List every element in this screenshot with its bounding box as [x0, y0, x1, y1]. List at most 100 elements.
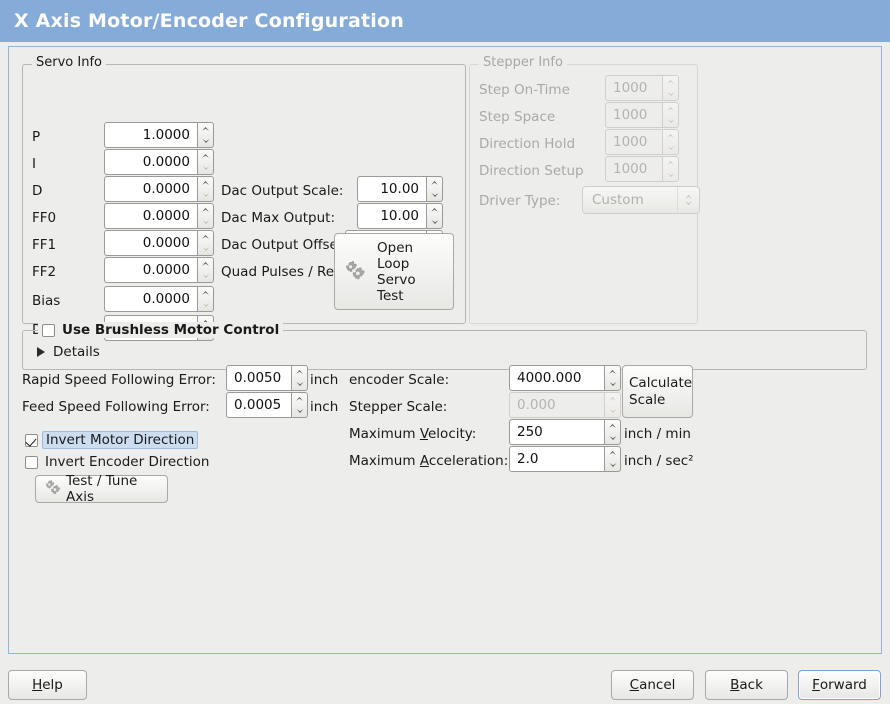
- details-expander[interactable]: Details: [35, 344, 100, 360]
- bias-step-down-icon[interactable]: [198, 299, 213, 311]
- invert-encoder-direction-checkbox[interactable]: Invert Encoder Direction: [25, 454, 209, 470]
- bias-step-up-icon[interactable]: [198, 287, 213, 299]
- maximum-acceleration-step-down-icon[interactable]: [605, 459, 620, 471]
- encoder-scale-step-down-icon[interactable]: [605, 378, 620, 390]
- ff2-stepper[interactable]: [197, 257, 214, 283]
- p-value[interactable]: 1.0000: [104, 122, 197, 148]
- ff1-step-up-icon[interactable]: [198, 231, 213, 243]
- dac-output-scale-spinbox[interactable]: 10.00: [357, 176, 443, 202]
- dac-output-scale-step-down-icon[interactable]: [427, 189, 442, 201]
- rapid-following-error-value[interactable]: 0.0050: [226, 365, 291, 391]
- maximum-acceleration-step-up-icon[interactable]: [605, 447, 620, 459]
- encoder-scale-step-up-icon[interactable]: [605, 366, 620, 378]
- d-value[interactable]: 0.0000: [104, 176, 197, 202]
- invert-motor-checkbox-box[interactable]: [25, 433, 38, 447]
- step-on-time-value[interactable]: 1000: [605, 75, 662, 101]
- direction-setup-value[interactable]: 1000: [605, 156, 662, 182]
- invert-motor-direction-checkbox[interactable]: Invert Motor Direction: [25, 431, 199, 449]
- maximum-velocity-stepper[interactable]: [604, 419, 621, 445]
- feed-following-error-step-up-icon[interactable]: [292, 393, 307, 405]
- ff1-spinbox[interactable]: 0.0000: [104, 230, 214, 256]
- step-space-value[interactable]: 1000: [605, 102, 662, 128]
- ff2-value[interactable]: 0.0000: [104, 257, 197, 283]
- feed-following-error-step-down-icon[interactable]: [292, 405, 307, 417]
- dac-output-scale-value[interactable]: 10.00: [357, 176, 426, 202]
- dac-output-scale-step-up-icon[interactable]: [427, 177, 442, 189]
- bias-value[interactable]: 0.0000: [104, 286, 197, 312]
- ff1-step-down-icon[interactable]: [198, 243, 213, 255]
- ff2-spinbox[interactable]: 0.0000: [104, 257, 214, 283]
- ff2-step-down-icon[interactable]: [198, 270, 213, 282]
- rapid-following-error-step-down-icon[interactable]: [292, 378, 307, 390]
- stepper-scale-step-up-icon[interactable]: [605, 393, 620, 405]
- open-loop-servo-test-button[interactable]: Open Loop Servo Test: [334, 233, 454, 310]
- feed-following-error-stepper[interactable]: [291, 392, 308, 418]
- test-tune-axis-button[interactable]: Test / Tune Axis: [35, 473, 168, 505]
- step-space-stepper[interactable]: [662, 102, 679, 128]
- maximum-acceleration-value[interactable]: 2.0: [509, 446, 604, 472]
- stepper-scale-step-down-icon[interactable]: [605, 405, 620, 417]
- ff1-stepper[interactable]: [197, 230, 214, 256]
- step-space-step-down-icon[interactable]: [663, 115, 678, 127]
- dac-max-output-step-up-icon[interactable]: [427, 204, 442, 216]
- d-stepper[interactable]: [197, 176, 214, 202]
- maximum-velocity-value[interactable]: 250: [509, 419, 604, 445]
- maximum-acceleration-stepper[interactable]: [604, 446, 621, 472]
- dac-max-output-spinbox[interactable]: 10.00: [357, 203, 443, 229]
- ff0-spinbox[interactable]: 0.0000: [104, 203, 214, 229]
- stepper-scale-value[interactable]: 0.000: [509, 392, 604, 418]
- i-step-down-icon[interactable]: [198, 162, 213, 174]
- d-step-down-icon[interactable]: [198, 189, 213, 201]
- i-stepper[interactable]: [197, 149, 214, 175]
- dac-max-output-stepper[interactable]: [426, 203, 443, 229]
- i-value[interactable]: 0.0000: [104, 149, 197, 175]
- direction-hold-step-up-icon[interactable]: [663, 130, 678, 142]
- ff0-value[interactable]: 0.0000: [104, 203, 197, 229]
- feed-following-error-spinbox[interactable]: 0.0005: [226, 392, 308, 418]
- step-on-time-stepper[interactable]: [662, 75, 679, 101]
- ff1-value[interactable]: 0.0000: [104, 230, 197, 256]
- ff0-stepper[interactable]: [197, 203, 214, 229]
- direction-setup-step-down-icon[interactable]: [663, 169, 678, 181]
- ff2-step-up-icon[interactable]: [198, 258, 213, 270]
- calculate-scale-button[interactable]: Calculate Scale: [622, 365, 693, 418]
- use-brushless-motor-control-checkbox[interactable]: Use Brushless Motor Control: [38, 322, 284, 338]
- direction-setup-stepper[interactable]: [662, 156, 679, 182]
- d-step-up-icon[interactable]: [198, 177, 213, 189]
- bias-stepper[interactable]: [197, 286, 214, 312]
- p-spinbox[interactable]: 1.0000: [104, 122, 214, 148]
- direction-setup-step-up-icon[interactable]: [663, 157, 678, 169]
- stepper-scale-spinbox[interactable]: 0.000: [509, 392, 621, 418]
- maximum-acceleration-spinbox[interactable]: 2.0: [509, 446, 621, 472]
- rapid-following-error-spinbox[interactable]: 0.0050: [226, 365, 308, 391]
- ff0-step-up-icon[interactable]: [198, 204, 213, 216]
- brushless-checkbox-box[interactable]: [42, 323, 55, 337]
- encoder-scale-value[interactable]: 4000.000: [509, 365, 604, 391]
- step-on-time-step-down-icon[interactable]: [663, 88, 678, 100]
- step-on-time-step-up-icon[interactable]: [663, 76, 678, 88]
- p-step-down-icon[interactable]: [198, 135, 213, 147]
- rapid-following-error-stepper[interactable]: [291, 365, 308, 391]
- direction-hold-spinbox[interactable]: 1000: [605, 129, 679, 155]
- d-spinbox[interactable]: 0.0000: [104, 176, 214, 202]
- encoder-scale-stepper[interactable]: [604, 365, 621, 391]
- i-spinbox[interactable]: 0.0000: [104, 149, 214, 175]
- dac-max-output-step-down-icon[interactable]: [427, 216, 442, 228]
- maximum-velocity-spinbox[interactable]: 250: [509, 419, 621, 445]
- direction-setup-spinbox[interactable]: 1000: [605, 156, 679, 182]
- rapid-following-error-step-up-icon[interactable]: [292, 366, 307, 378]
- p-stepper[interactable]: [197, 122, 214, 148]
- stepper-scale-stepper[interactable]: [604, 392, 621, 418]
- invert-encoder-checkbox-box[interactable]: [25, 455, 38, 469]
- ff0-step-down-icon[interactable]: [198, 216, 213, 228]
- maximum-velocity-step-up-icon[interactable]: [605, 420, 620, 432]
- direction-hold-stepper[interactable]: [662, 129, 679, 155]
- chevron-right-icon[interactable]: [37, 347, 45, 357]
- direction-hold-step-down-icon[interactable]: [663, 142, 678, 154]
- p-step-up-icon[interactable]: [198, 123, 213, 135]
- step-on-time-spinbox[interactable]: 1000: [605, 75, 679, 101]
